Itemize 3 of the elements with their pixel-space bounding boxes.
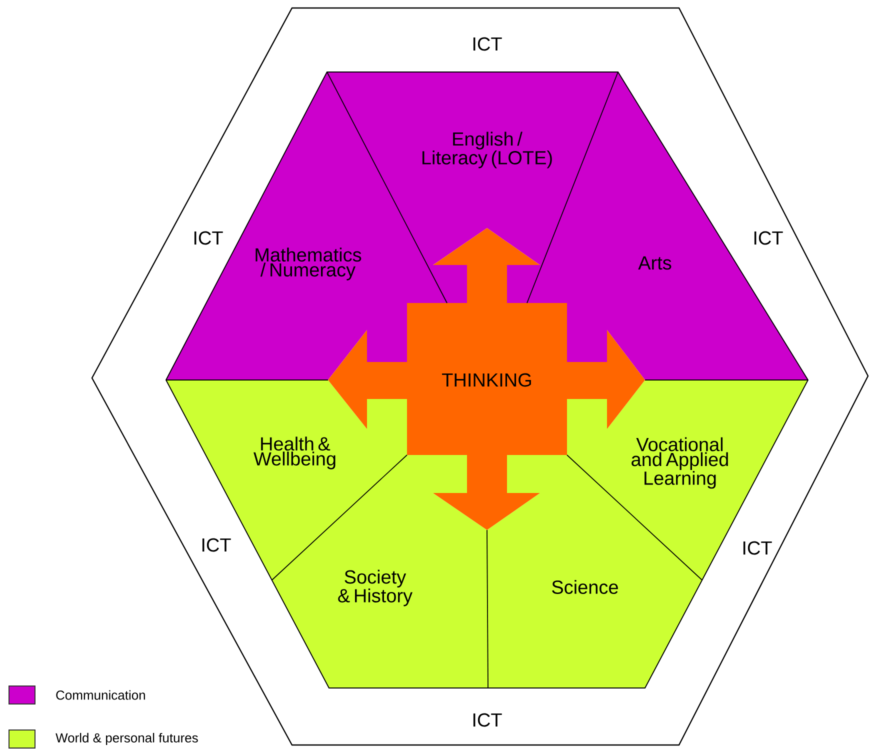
legend-label: Communication	[56, 690, 145, 700]
node-label: Science	[552, 580, 618, 594]
legend-label: World & personal futures	[56, 732, 198, 746]
